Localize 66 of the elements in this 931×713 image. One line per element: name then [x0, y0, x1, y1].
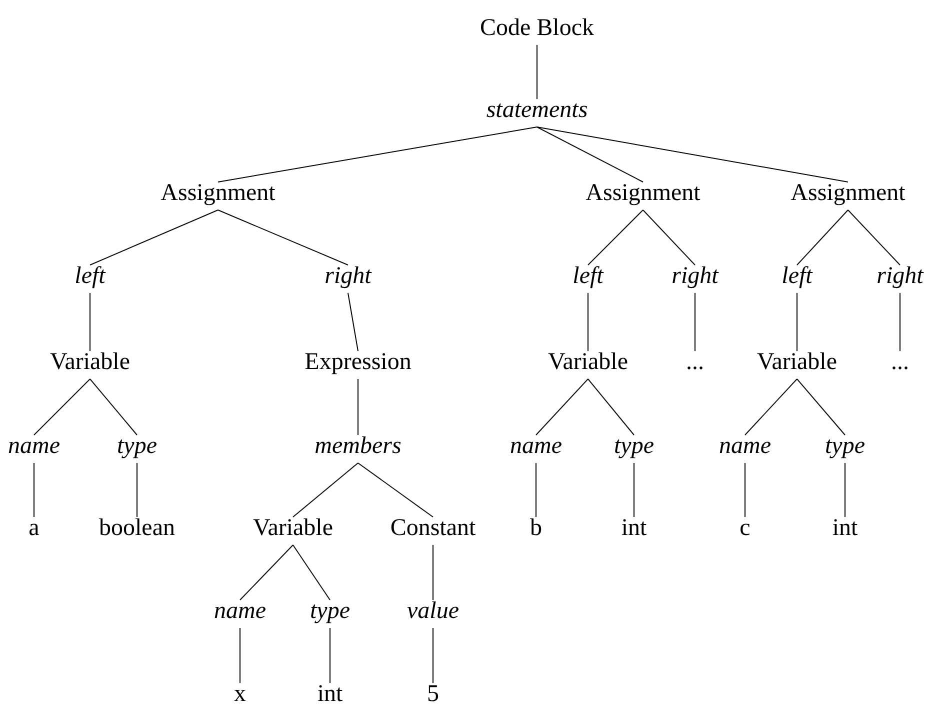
tree-edge: [218, 126, 538, 182]
tree-edge: [240, 544, 294, 600]
field-label: statements: [485, 97, 589, 123]
tree-node-label: ...: [685, 349, 705, 375]
field-label: name: [718, 433, 772, 459]
tree-node-label: 5: [426, 681, 440, 707]
field-label: right: [876, 263, 924, 289]
tree-edge: [292, 462, 358, 518]
tree-edge: [34, 378, 90, 436]
tree-edge: [694, 292, 696, 352]
field-label: type: [116, 433, 158, 459]
tree-edge: [90, 210, 218, 266]
tree-node-label: int: [620, 515, 648, 541]
field-label: type: [309, 598, 351, 624]
tree-node-label: int: [316, 681, 344, 707]
field-label: right: [324, 263, 372, 289]
field-label: members: [314, 433, 402, 459]
field-label: left: [780, 263, 814, 289]
tree-edge: [432, 628, 434, 684]
field-label: type: [613, 433, 655, 459]
tree-edge: [796, 210, 848, 266]
field-label: name: [509, 433, 563, 459]
tree-node-label: a: [28, 515, 40, 541]
tree-node-label: x: [233, 681, 247, 707]
tree-edge: [844, 462, 846, 518]
tree-node-label: Expression: [304, 349, 412, 375]
field-label: right: [670, 263, 720, 289]
tree-edge: [796, 378, 846, 436]
field-label: type: [824, 433, 866, 459]
field-label: value: [406, 598, 460, 624]
tree-node-label: Code Block: [479, 15, 595, 41]
field-label: name: [7, 433, 61, 459]
tree-node-label: Variable: [49, 349, 131, 375]
tree-node-label: Variable: [547, 349, 629, 375]
tree-node-label: Variable: [252, 515, 334, 541]
tree-edge: [536, 126, 848, 182]
tree-edge: [292, 544, 330, 600]
tree-edge: [642, 210, 696, 266]
tree-edge: [358, 462, 434, 518]
tree-node-label: ...: [890, 349, 910, 375]
tree-edge: [536, 378, 588, 436]
tree-node-label: Assignment: [790, 180, 906, 206]
tree-edge: [432, 544, 434, 600]
tree-edge: [348, 292, 358, 352]
tree-node-label: c: [738, 515, 752, 541]
tree-edge: [744, 462, 746, 518]
field-label: left: [572, 263, 604, 289]
tree-node-label: boolean: [98, 515, 176, 541]
tree-edge: [536, 44, 538, 100]
field-label: left: [74, 263, 106, 289]
field-label: name: [213, 598, 267, 624]
tree-edge: [136, 462, 138, 518]
tree-node-label: Variable: [756, 349, 838, 375]
tree-edge: [588, 210, 644, 266]
tree-edge: [588, 378, 634, 436]
tree-edge: [90, 378, 138, 436]
tree-edge: [744, 378, 798, 436]
tree-node-label: Assignment: [584, 180, 702, 206]
tree-node-label: Assignment: [160, 180, 276, 206]
tree-node-label: Constant: [389, 515, 477, 541]
tree-node-label: b: [529, 515, 543, 541]
tree-edge: [848, 210, 900, 266]
tree-edge: [796, 292, 798, 352]
tree-edge: [536, 126, 644, 182]
tree-edge: [218, 210, 348, 266]
tree-node-label: int: [831, 515, 859, 541]
